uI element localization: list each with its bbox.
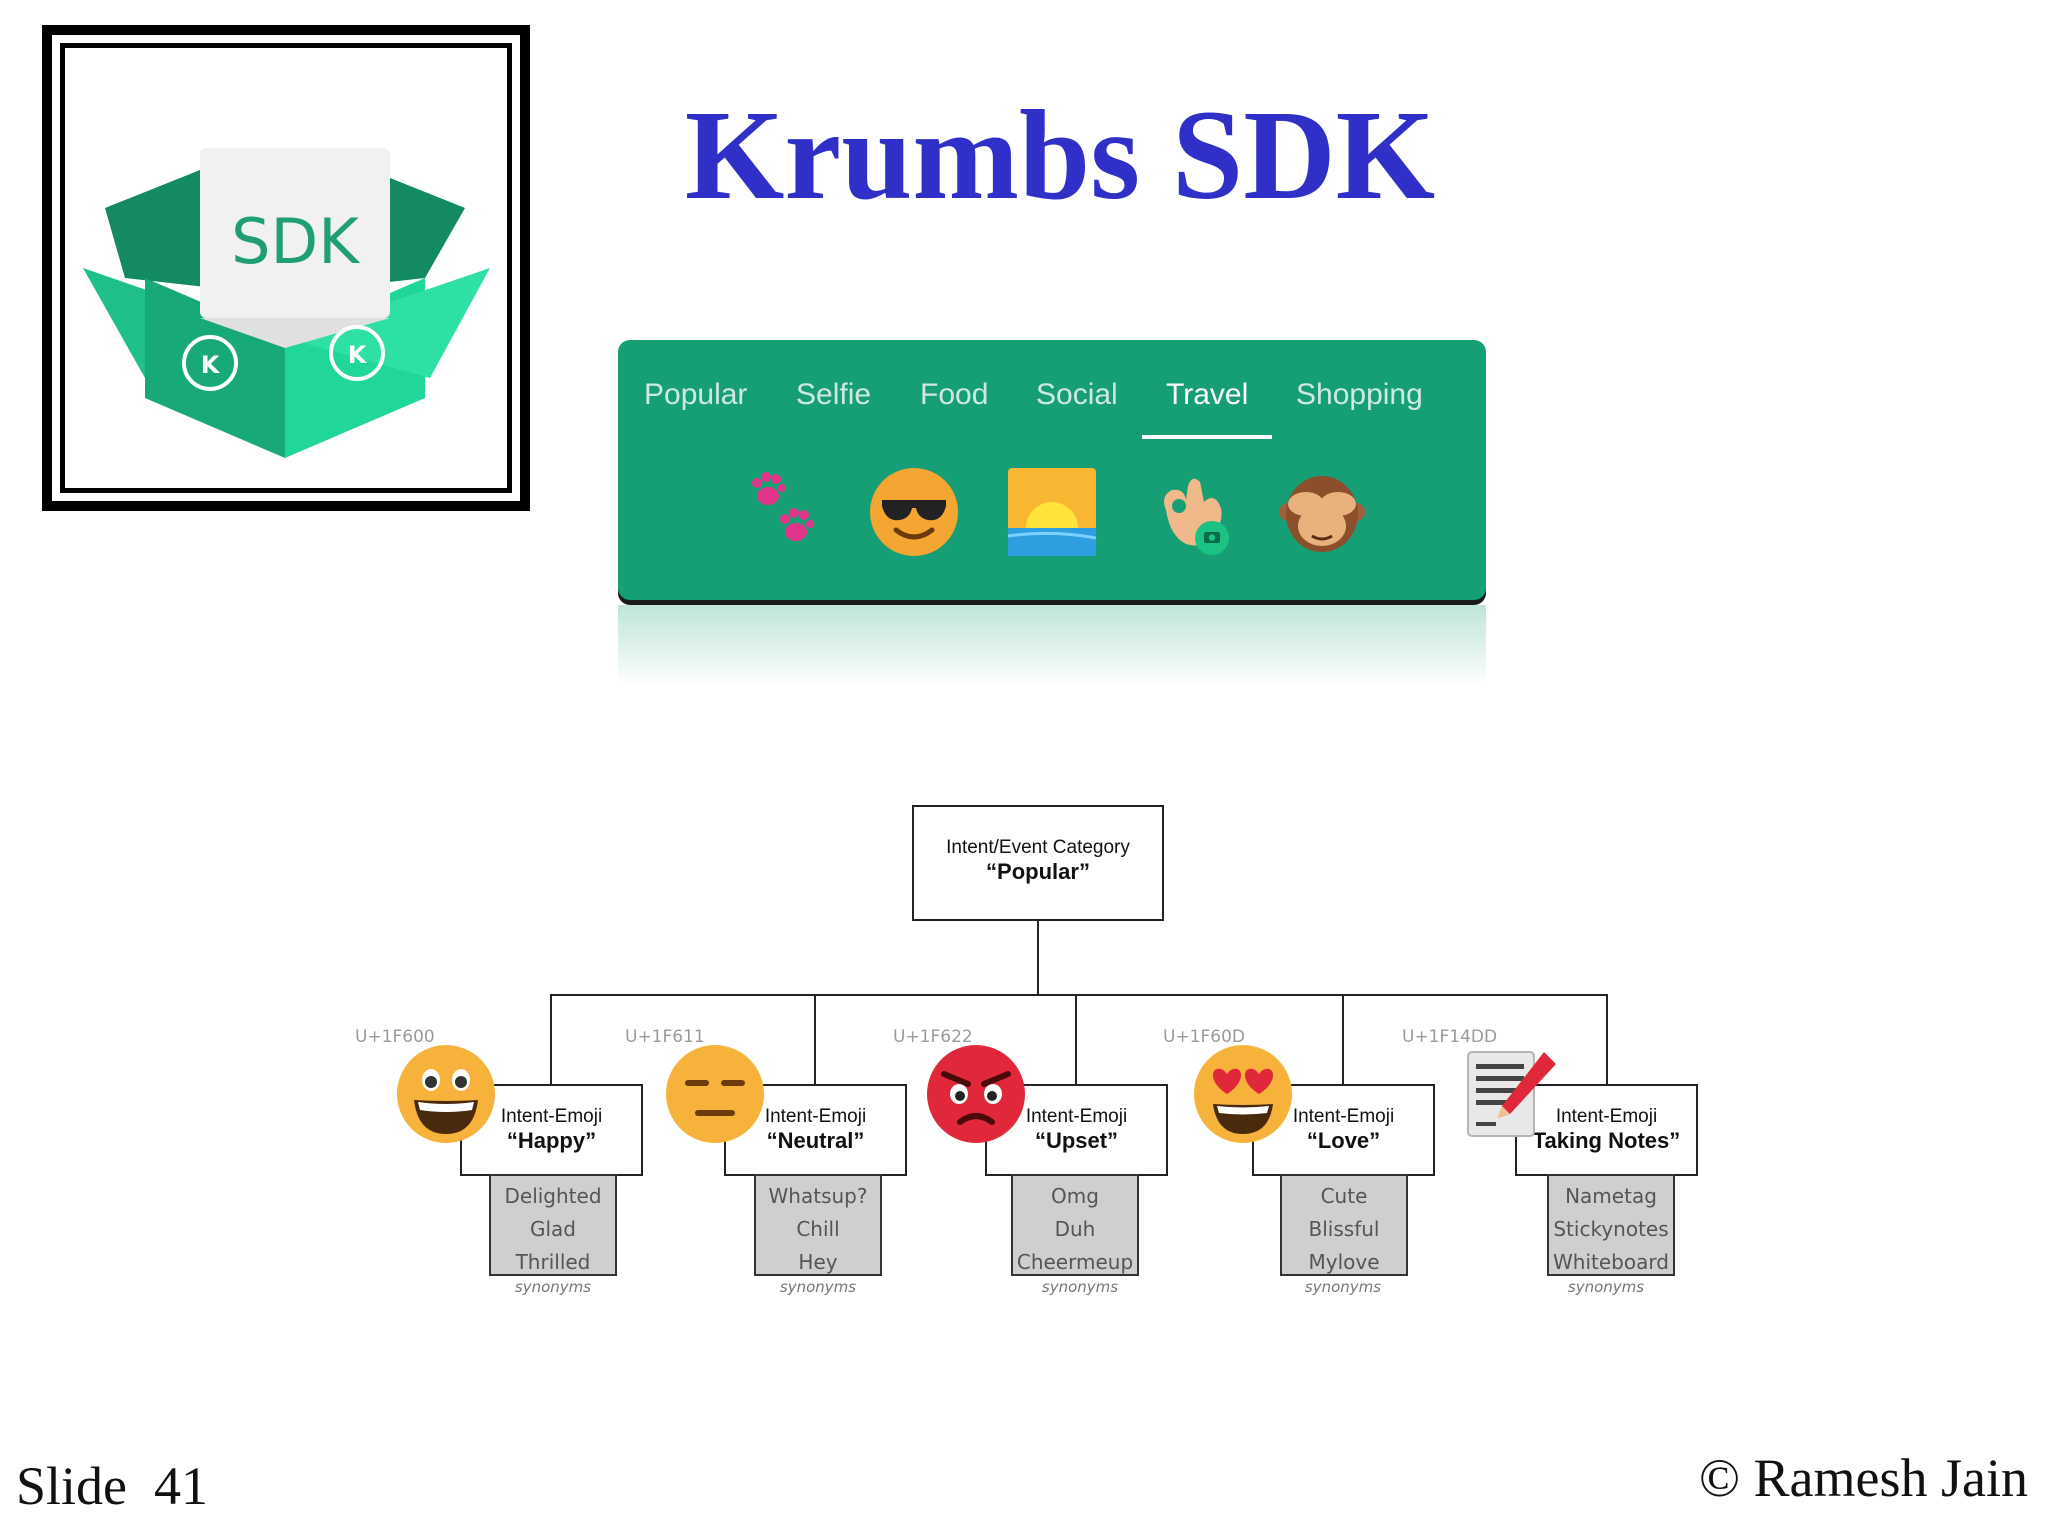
sdk-logo: SDK K K	[42, 25, 530, 511]
logo-badge-right: K	[348, 341, 368, 369]
synonym: Glad	[529, 1217, 576, 1241]
synonym: Hey	[798, 1250, 838, 1274]
copyright: © Ramesh Jain	[1699, 1448, 2028, 1508]
heart-eyes-face-icon	[1194, 1045, 1292, 1143]
connector-child-4	[1342, 994, 1344, 1084]
logo-text: SDK	[231, 205, 360, 278]
intent-name: Taking Notes”	[1532, 1128, 1681, 1153]
synonyms-box-taking-notes: Nametag Stickynotes Whiteboard	[1547, 1174, 1675, 1276]
unicode-code-5: U+1F14DD	[1402, 1027, 1498, 1047]
tab-selfie[interactable]: Selfie	[796, 378, 872, 411]
synonym: Thrilled	[515, 1250, 591, 1274]
synonym: Nametag	[1565, 1184, 1657, 1208]
emoji-picker: Popular Selfie Food Social Travel Shoppi…	[618, 340, 1486, 600]
unicode-code-2: U+1F611	[625, 1027, 705, 1047]
paw-prints-icon[interactable]	[738, 466, 830, 558]
synonym: Chill	[796, 1217, 840, 1241]
unicode-code-3: U+1F622	[893, 1027, 973, 1047]
grinning-face-icon	[397, 1045, 495, 1143]
intent-label: Intent-Emoji	[1025, 1106, 1128, 1127]
memo-icon	[1467, 1051, 1556, 1137]
synonyms-box-love: Cute Blissful Mylove	[1280, 1174, 1408, 1276]
connector-child-2	[814, 994, 816, 1084]
synonyms-label: synonyms	[779, 1278, 857, 1296]
connector-horizontal	[550, 994, 1608, 996]
synonym: Cheermeup	[1016, 1250, 1134, 1274]
synonyms-label: synonyms	[1304, 1278, 1382, 1296]
picker-reflection	[618, 605, 1486, 685]
intent-name: “Love”	[1306, 1128, 1381, 1153]
root-line2: “Popular”	[986, 859, 1090, 884]
tab-food[interactable]: Food	[920, 378, 989, 411]
unicode-code-4: U+1F60D	[1163, 1027, 1246, 1047]
tab-travel[interactable]: Travel	[1166, 378, 1249, 411]
expressionless-face-icon	[666, 1045, 764, 1143]
sunglasses-face-icon[interactable]	[868, 466, 960, 558]
tab-popular[interactable]: Popular	[644, 378, 748, 411]
intent-label: Intent-Emoji	[500, 1106, 603, 1127]
synonyms-label: synonyms	[1567, 1278, 1645, 1296]
synonyms-label: synonyms	[514, 1278, 592, 1296]
connector-root	[1037, 921, 1039, 995]
synonyms-box-upset: Omg Duh Cheermeup	[1011, 1174, 1139, 1276]
intent-label: Intent-Emoji	[1555, 1106, 1658, 1127]
connector-child-3	[1075, 994, 1077, 1084]
logo-badge-left: K	[201, 351, 221, 379]
synonym: Whatsup?	[768, 1184, 868, 1208]
see-no-evil-monkey-icon[interactable]	[1276, 466, 1368, 558]
synonym: Omg	[1051, 1184, 1099, 1208]
synonym: Stickynotes	[1553, 1217, 1669, 1241]
sdk-box-icon: SDK K K	[83, 148, 490, 458]
synonym: Cute	[1320, 1184, 1368, 1208]
intent-name: “Upset”	[1034, 1128, 1119, 1153]
synonyms-label: synonyms	[1041, 1278, 1119, 1296]
connector-child-1	[550, 994, 552, 1084]
angry-face-icon	[927, 1045, 1025, 1143]
root-category-box: Intent/Event Category “Popular”	[912, 805, 1164, 921]
page-title: Krumbs SDK	[684, 84, 1436, 226]
unicode-code-1: U+1F600	[355, 1027, 435, 1047]
connector-child-5	[1606, 994, 1608, 1084]
synonym: Whiteboard	[1553, 1250, 1669, 1274]
active-tab-indicator	[1142, 435, 1272, 439]
slide-number: Slide 41	[16, 1456, 209, 1516]
synonyms-box-happy: Delighted Glad Thrilled	[489, 1174, 617, 1276]
synonym: Delighted	[504, 1184, 602, 1208]
intent-label: Intent-Emoji	[1292, 1106, 1395, 1127]
intent-name: “Happy”	[506, 1128, 597, 1153]
tab-social[interactable]: Social	[1036, 378, 1118, 411]
ok-hand-icon[interactable]	[1146, 466, 1238, 558]
synonym: Blissful	[1308, 1217, 1380, 1241]
sunrise-icon[interactable]	[1006, 466, 1098, 558]
synonym: Duh	[1054, 1217, 1096, 1241]
synonym: Mylove	[1308, 1250, 1380, 1274]
intent-label: Intent-Emoji	[764, 1106, 867, 1127]
tab-shopping[interactable]: Shopping	[1296, 378, 1423, 411]
root-line1: Intent/Event Category	[946, 837, 1130, 858]
intent-name: “Neutral”	[766, 1128, 865, 1153]
synonyms-box-neutral: Whatsup? Chill Hey	[754, 1174, 882, 1276]
